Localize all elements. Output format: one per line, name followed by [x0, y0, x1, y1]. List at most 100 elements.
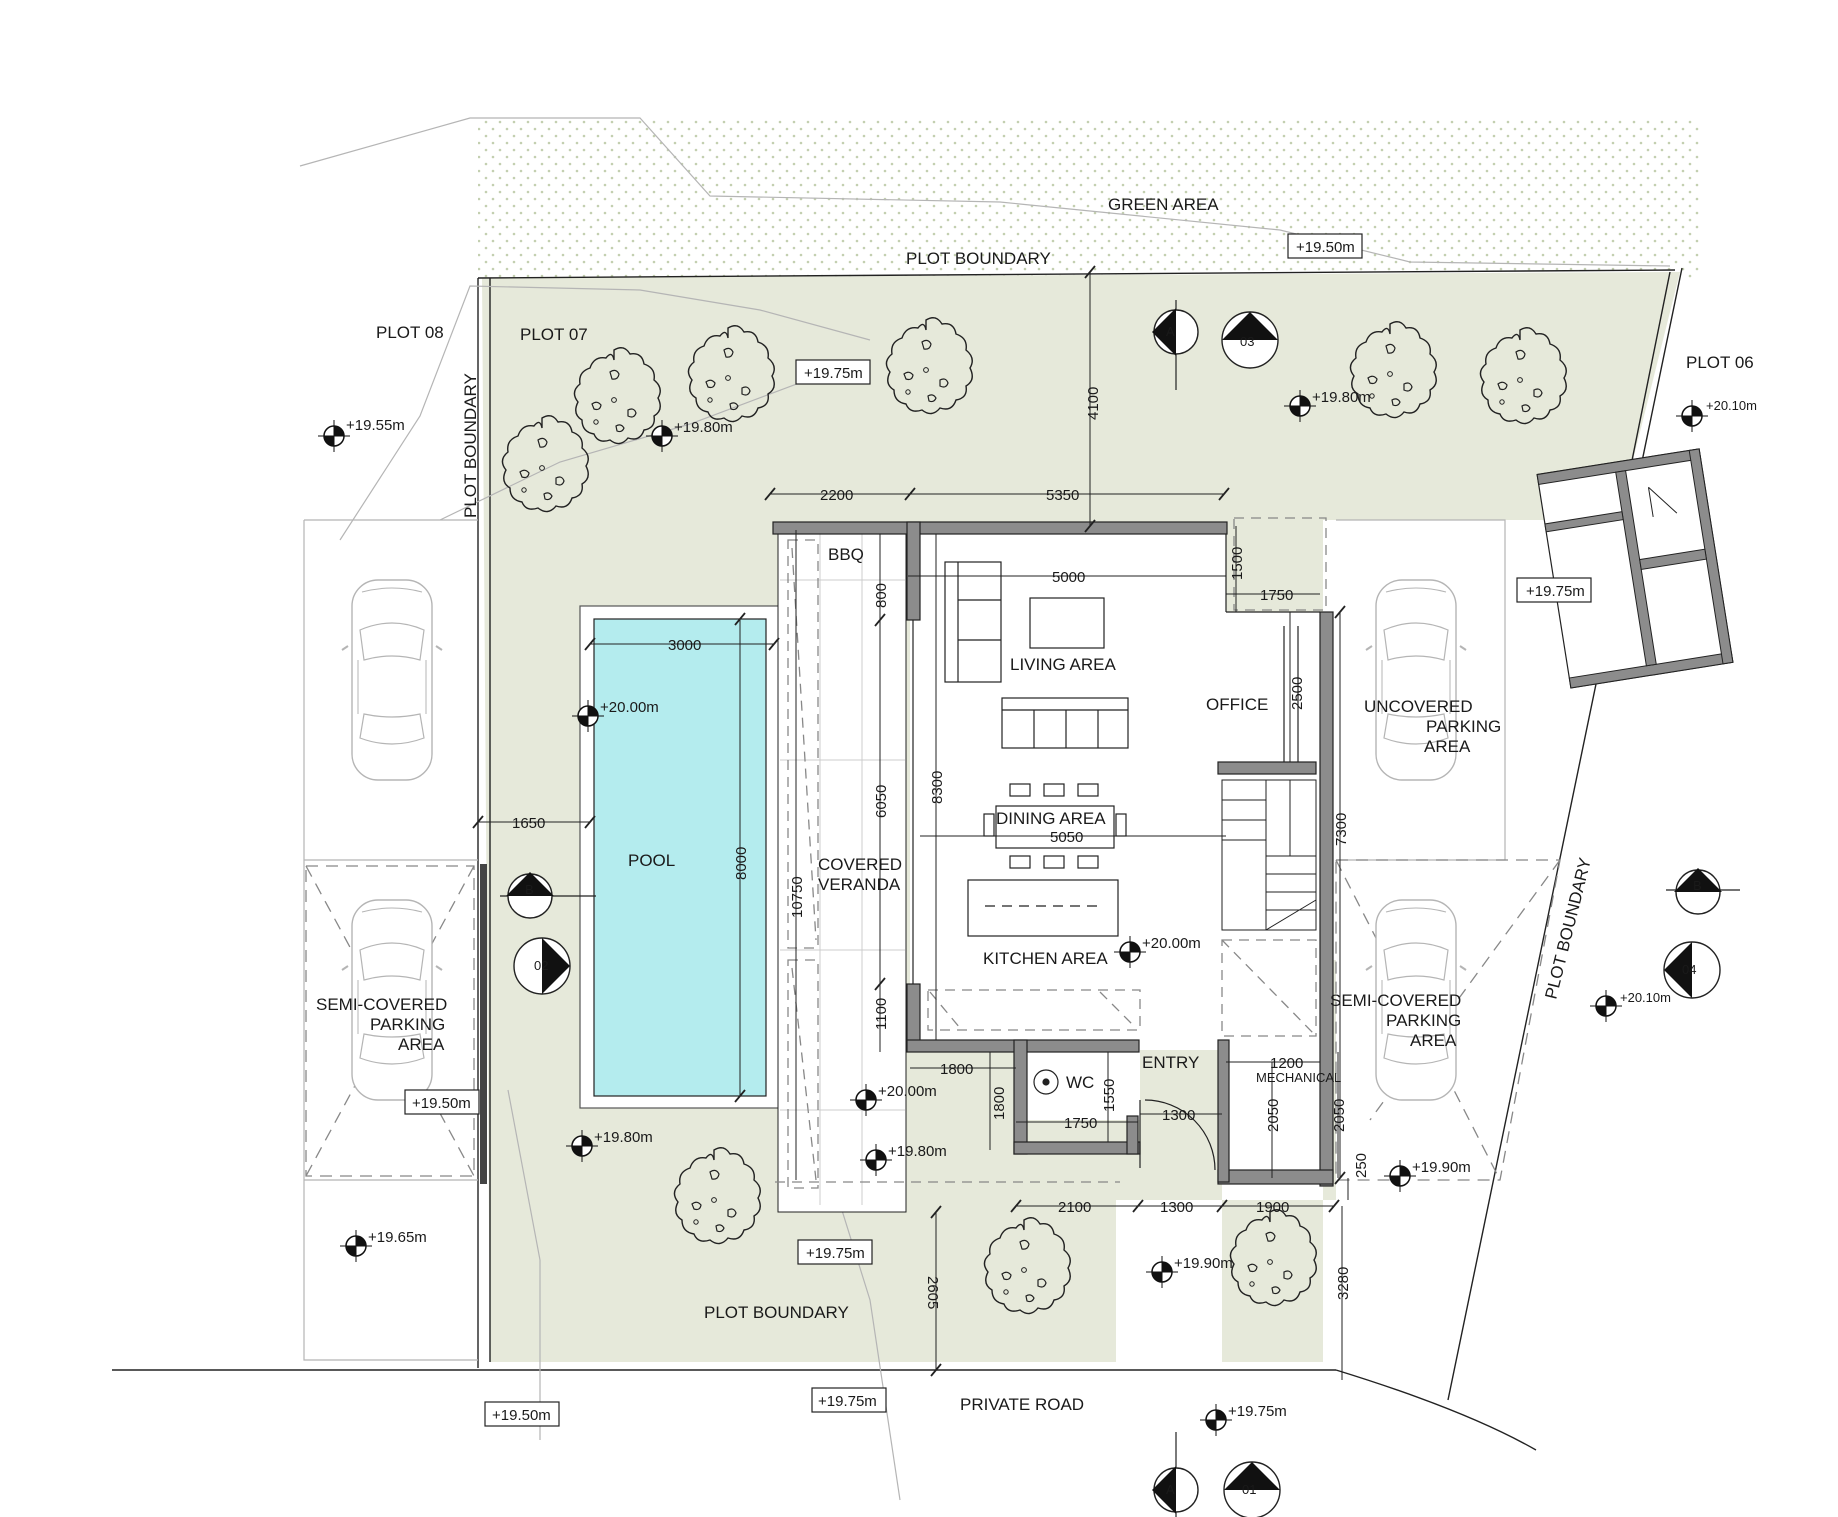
uncovered-parking-label-3: AREA	[1424, 737, 1471, 756]
dim-1200: 1200	[1270, 1055, 1303, 1072]
pool-label: POOL	[628, 851, 675, 870]
dim-1750a: 1750	[1260, 587, 1293, 604]
dim-3000: 3000	[668, 637, 701, 654]
dim-1900: 1900	[1256, 1199, 1289, 1216]
dim-7300: 7300	[1333, 813, 1350, 846]
private-road-label: PRIVATE ROAD	[960, 1395, 1084, 1414]
level-1990-front: +19.90m	[1174, 1255, 1233, 1272]
left-parking-wall	[480, 864, 487, 1184]
elevation-01-number: 01	[1242, 1482, 1256, 1497]
level-1975-entry: +19.75m	[1228, 1403, 1287, 1420]
section-marker-a-top	[1152, 300, 1199, 390]
dim-5350: 5350	[1046, 487, 1079, 504]
dim-8300: 8300	[929, 771, 946, 804]
elevation-marker-02	[513, 937, 571, 995]
level-1980-tree: +19.80m	[674, 419, 733, 436]
dining-table	[983, 783, 1127, 869]
dim-1800a: 1800	[940, 1061, 973, 1078]
plot-06-label: PLOT 06	[1686, 353, 1754, 372]
section-b-right-letter: B	[1693, 878, 1702, 893]
section-a-bottom-letter: A	[1166, 1482, 1175, 1497]
wc-fixtures	[1033, 1069, 1059, 1095]
elevation-03-number: 03	[1240, 334, 1254, 349]
level-1980-veranda: +19.80m	[888, 1143, 947, 1160]
plot-06-building	[1536, 448, 1734, 689]
level-2000-kitchen: +20.00m	[1142, 935, 1201, 952]
level-1975-right: +19.75m	[1526, 583, 1585, 600]
dim-1650: 1650	[512, 815, 545, 832]
dim-1800b: 1800	[991, 1087, 1008, 1120]
dim-1300b: 1300	[1160, 1199, 1193, 1216]
entry-door	[1139, 1099, 1216, 1171]
wc-label: WC	[1066, 1073, 1094, 1092]
bbq-label: BBQ	[828, 545, 864, 564]
elevation-marker-03	[1221, 311, 1279, 369]
car-1	[341, 579, 443, 781]
green-area-hatch	[478, 118, 1700, 278]
dim-1750b: 1750	[1064, 1115, 1097, 1132]
level-2010-right: +20.10m	[1620, 990, 1671, 1005]
section-a-top-letter: A	[1166, 324, 1175, 339]
level-1975-bottom: +19.75m	[806, 1245, 865, 1262]
covered-veranda-label-1: COVERED	[818, 855, 902, 874]
elevation-04-number: 04	[1682, 962, 1696, 977]
section-marker-a-bottom	[1152, 1432, 1199, 1517]
plot-07-label: PLOT 07	[520, 325, 588, 344]
house-walls	[772, 521, 1334, 1187]
dining-area-label: DINING AREA	[996, 809, 1106, 828]
level-1975-top: +19.75m	[804, 365, 863, 382]
staircase	[1221, 779, 1317, 931]
dim-3280: 3280	[1335, 1267, 1352, 1300]
level-mark-2010-right	[1589, 989, 1623, 1023]
dim-4100: 4100	[1085, 387, 1102, 420]
dim-2050b: 2050	[1331, 1099, 1348, 1132]
dim-2605: 2605	[924, 1276, 941, 1309]
dim-800: 800	[873, 583, 890, 608]
elevation-02-number: 02	[534, 958, 548, 973]
dim-2050a: 2050	[1265, 1099, 1282, 1132]
uncovered-parking-label-2: PARKING	[1426, 717, 1501, 736]
semi-covered-right-label-1: SEMI-COVERED	[1330, 991, 1461, 1010]
office-label: OFFICE	[1206, 695, 1268, 714]
section-marker-b-right	[1666, 868, 1740, 915]
dimension-ticks	[472, 265, 1346, 1377]
section-b-left-letter: B	[525, 882, 534, 897]
level-1955: +19.55m	[346, 417, 405, 434]
section-marker-b-left	[500, 872, 596, 919]
dim-250: 250	[1353, 1153, 1370, 1178]
dim-5050: 5050	[1050, 829, 1083, 846]
semi-covered-right-label-3: AREA	[1410, 1031, 1457, 1050]
elevation-marker-04	[1663, 941, 1721, 999]
level-1950-bottom: +19.50m	[492, 1407, 551, 1424]
dim-2100: 2100	[1058, 1199, 1091, 1216]
living-area-label: LIVING AREA	[1010, 655, 1116, 674]
level-2000-pool: +20.00m	[600, 699, 659, 716]
plot-boundary-top-label: PLOT BOUNDARY	[906, 249, 1051, 268]
kitchen-area-label: KITCHEN AREA	[983, 949, 1108, 968]
kitchen-island	[967, 879, 1119, 937]
dim-1300a: 1300	[1162, 1107, 1195, 1124]
dimension-lines	[478, 272, 1349, 1380]
dim-8000: 8000	[733, 847, 750, 880]
plot-08-label: PLOT 08	[376, 323, 444, 342]
level-boxes	[404, 233, 1592, 1427]
dim-2200: 2200	[820, 487, 853, 504]
level-1950-top: +19.50m	[1296, 239, 1355, 256]
semi-covered-left-label-2: PARKING	[370, 1015, 445, 1034]
dim-1550: 1550	[1101, 1079, 1118, 1112]
level-1965: +19.65m	[368, 1229, 427, 1246]
dim-5000: 5000	[1052, 569, 1085, 586]
level-1980-pool: +19.80m	[594, 1129, 653, 1146]
semi-covered-right-label-2: PARKING	[1386, 1011, 1461, 1030]
plot-boundary-left-label: PLOT BOUNDARY	[461, 373, 480, 518]
green-area-label: GREEN AREA	[1108, 195, 1219, 214]
plot-boundary-lines	[112, 267, 1683, 1451]
pool-water	[593, 618, 767, 1097]
plot-boundary-right-label: PLOT BOUNDARY	[1541, 856, 1594, 1001]
level-1990-right: +19.90m	[1412, 1159, 1471, 1176]
entry-label: ENTRY	[1142, 1053, 1199, 1072]
level-2010-top: +20.10m	[1706, 398, 1757, 413]
mechanical-label: MECHANICAL	[1256, 1070, 1341, 1085]
house-floor	[910, 526, 1325, 1178]
